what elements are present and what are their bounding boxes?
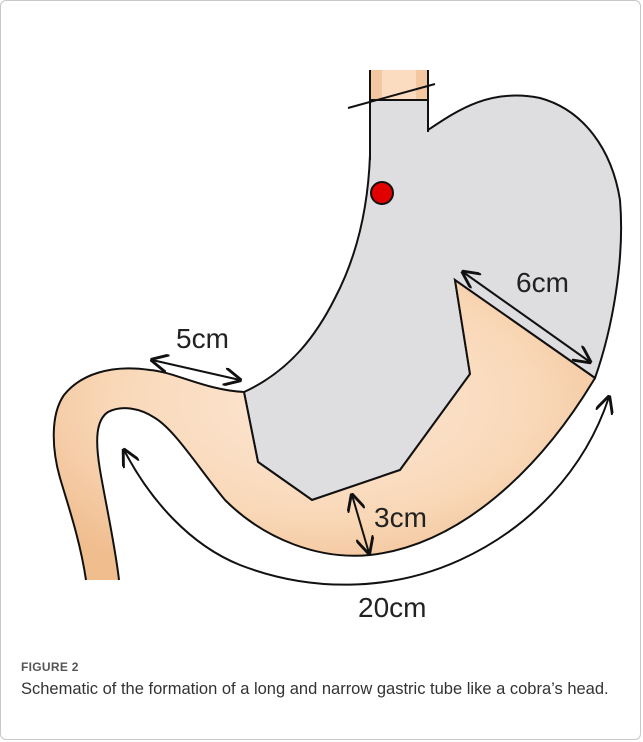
gastric-tube-diagram: 6cm 5cm 3cm 20cm (0, 0, 643, 650)
label-3cm: 3cm (374, 502, 427, 533)
label-6cm: 6cm (516, 267, 569, 298)
figure-label: FIGURE 2 (21, 660, 621, 674)
label-5cm: 5cm (176, 323, 229, 354)
label-20cm: 20cm (358, 592, 426, 623)
figure-caption-text: Schematic of the formation of a long and… (21, 678, 621, 700)
anastomosis-marker (371, 182, 393, 204)
figure-caption: FIGURE 2 Schematic of the formation of a… (21, 660, 621, 700)
